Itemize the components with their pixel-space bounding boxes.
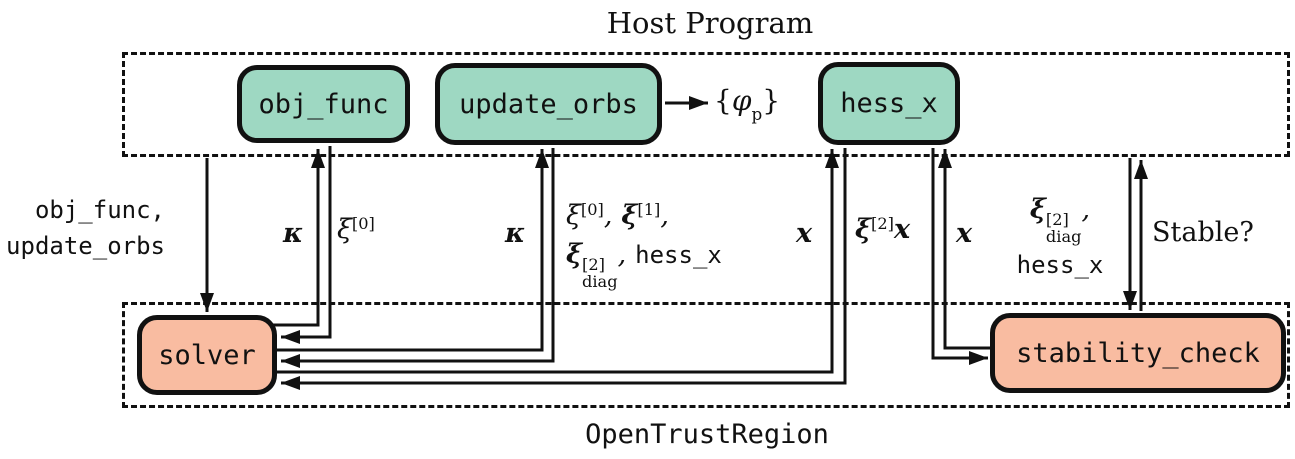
uo-xi1-sup: [1] [637, 200, 661, 219]
xi0-sup: [0] [351, 214, 375, 234]
host-program-box [122, 52, 1290, 157]
label-x-from-stability: x [956, 218, 973, 249]
arrow-solver-to-hess-x [272, 149, 839, 374]
node-stability-check-label: stability_check [1016, 337, 1260, 369]
stab-xi-sub: diag [1045, 227, 1082, 247]
uo-xi2: ξ [566, 238, 582, 270]
label-stable-question: Stable? [1152, 217, 1254, 248]
label-caller-args: obj_func, update_orbs [0, 192, 165, 264]
uo-xi2-sup: [2] [582, 255, 605, 275]
caller-arg-update-orbs: update_orbs [6, 232, 165, 260]
uo-sep1: , [603, 199, 613, 231]
caller-arg-obj-func: obj_func, [34, 196, 165, 224]
label-xi0-obj-func: ξ[0] [337, 214, 375, 245]
phi-symbol: φ [731, 84, 752, 117]
opentrustregion-title: OpenTrustRegion [585, 419, 829, 450]
xi2x-xi: ξ [855, 214, 871, 245]
xi2x-sup: [2] [871, 214, 894, 234]
label-kappa-obj-func: κ [283, 218, 304, 249]
host-program-title: Host Program [606, 6, 814, 40]
uo-sep2: , [660, 199, 669, 231]
arrow-solver-to-obj-func [272, 149, 325, 327]
arrow-obj-func-to-solver [281, 146, 332, 344]
uo-sep3: , [617, 238, 627, 270]
node-obj-func-label: obj_func [258, 88, 389, 120]
stab-xi-sup: [2] [1045, 210, 1069, 230]
phi-subscript: p [751, 104, 763, 125]
brace-close: } [762, 84, 781, 117]
node-hess-x: hess_x [818, 62, 960, 145]
brace-open: { [714, 84, 732, 117]
node-stability-check: stability_check [990, 313, 1286, 393]
arrow-stability-check-to-hess-x [938, 149, 992, 350]
arrow-update-orbs-to-solver [281, 148, 555, 368]
stab-xi: ξ [1029, 194, 1046, 225]
uo-xi2-sub: diag [582, 272, 618, 292]
arrow-solver-to-update-orbs [272, 149, 549, 352]
node-hess-x-label: hess_x [840, 88, 938, 119]
uo-xi0: ξ [566, 199, 581, 231]
label-update-orbs-returns: ξ[0],ξ[1], ξ[2]diag,hess_x [566, 190, 722, 290]
xi0-base: ξ [337, 214, 352, 245]
uo-xi1: ξ [621, 199, 638, 231]
label-x-from-solver: x [796, 218, 813, 249]
stab-hess-x: hess_x [1016, 251, 1104, 280]
node-update-orbs: update_orbs [435, 63, 662, 145]
uo-xi0-sup: [0] [580, 200, 604, 219]
stab-sep: , [1081, 194, 1091, 225]
uo-hess-x: hess_x [635, 240, 722, 269]
label-stability-args: ξ[2]diag, hess_x [998, 190, 1122, 285]
arrow-hess-x-to-stability-check [931, 148, 988, 365]
arrow-hess-x-to-solver [281, 148, 847, 390]
node-solver: solver [137, 315, 277, 395]
node-obj-func: obj_func [237, 65, 410, 143]
opentrustregion-box [122, 302, 1290, 408]
label-xi2x: ξ[2]x [855, 214, 910, 245]
node-update-orbs-label: update_orbs [459, 88, 638, 120]
xi2x-x: x [893, 214, 911, 245]
node-solver-label: solver [158, 339, 256, 371]
label-kappa-update-orbs: κ [505, 218, 526, 249]
